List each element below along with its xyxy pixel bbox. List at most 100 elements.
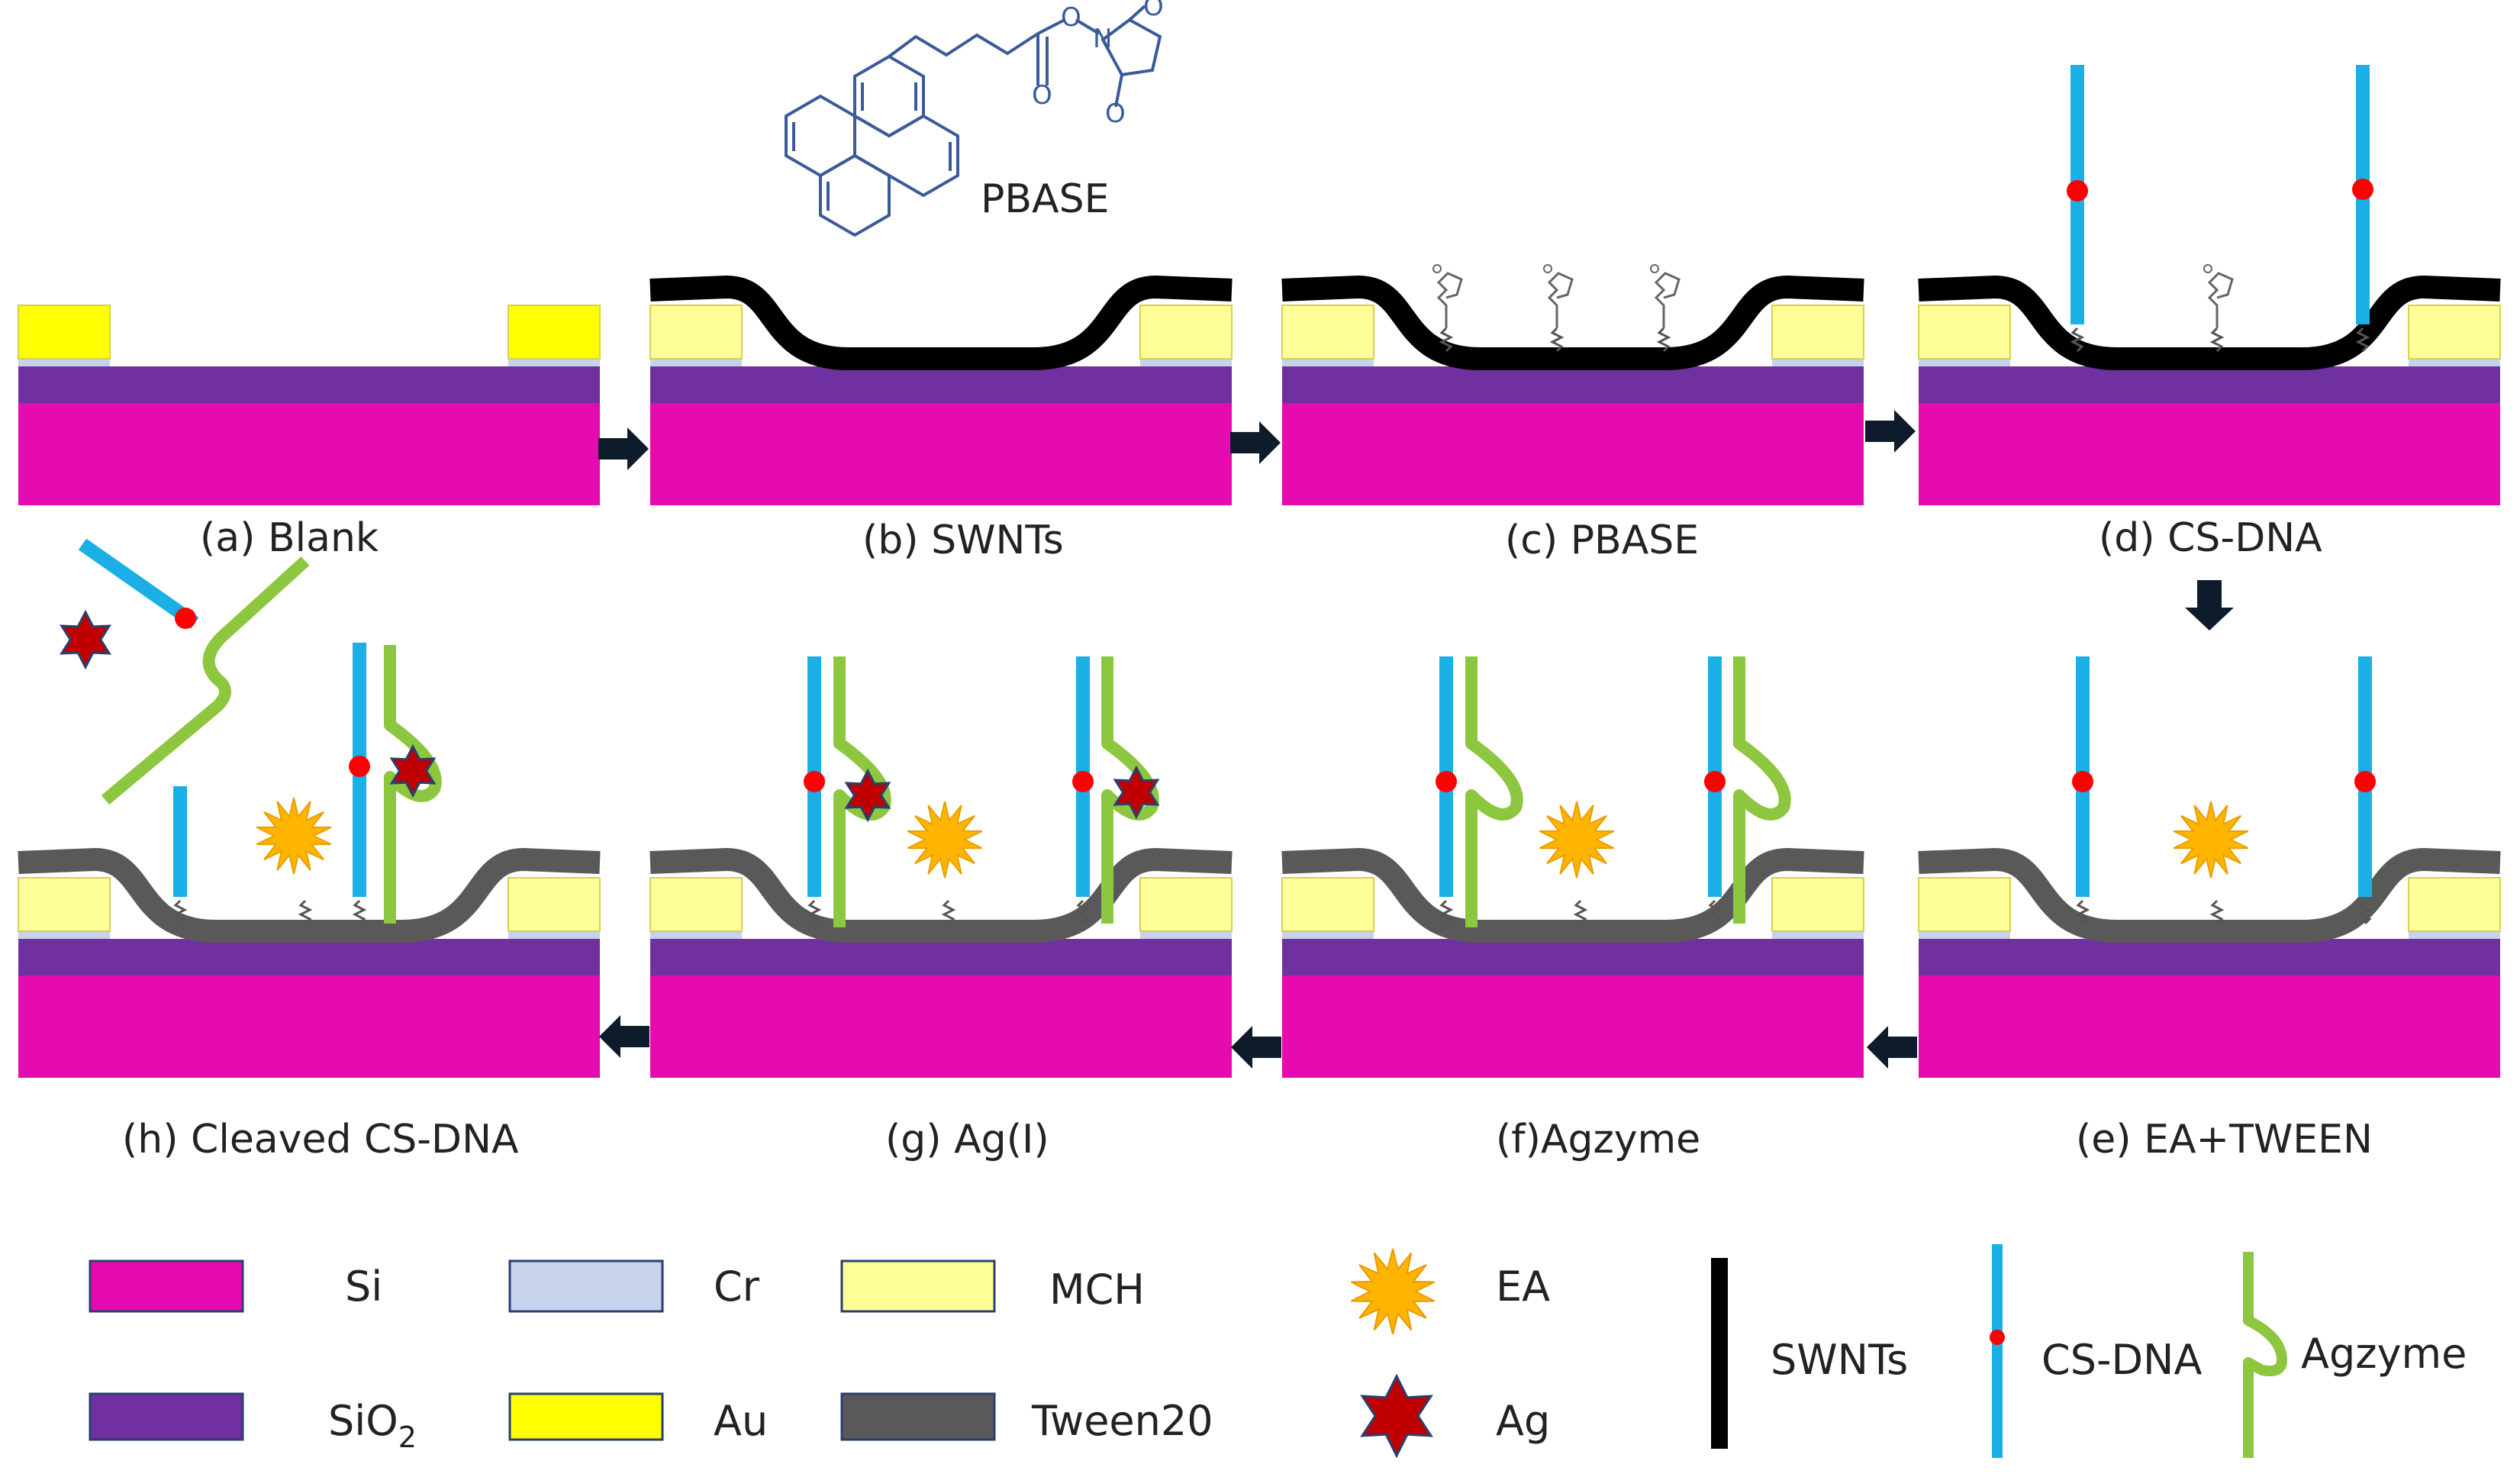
- ag-ion-icon: [1113, 765, 1160, 820]
- cr-layer: [1140, 359, 1232, 366]
- tween-coated-film: [649, 848, 1233, 943]
- cr-layer: [650, 359, 742, 366]
- mch-electrode: [649, 877, 743, 932]
- legend-label-csdna: CS-DNA: [2041, 1336, 2202, 1384]
- cr-layer: [1772, 359, 1864, 366]
- legend-label-ag: Ag: [1496, 1397, 1550, 1445]
- ag-ion-icon: [844, 768, 891, 823]
- si-layer: [1282, 403, 1864, 505]
- arrow-left-icon: [1231, 1026, 1281, 1069]
- sio2-layer: [1282, 366, 1864, 403]
- cr-layer: [508, 931, 600, 939]
- tween-coated-film: [1281, 848, 1864, 943]
- mch-electrode: [1281, 305, 1374, 360]
- process-arrows: [598, 410, 2234, 1069]
- legend-swatch-au: [508, 1392, 664, 1441]
- cr-layer: [18, 359, 110, 366]
- cr-layer: [2409, 931, 2500, 939]
- agzyme-strand: [1101, 656, 1159, 924]
- cleave-site: [1436, 771, 1457, 792]
- pbase-linker: [1075, 899, 1091, 925]
- legend-swatch-si: [89, 1259, 244, 1313]
- legend-swatch-sio2: [89, 1392, 244, 1441]
- pbase-atom-mini: [1432, 264, 1442, 273]
- swnt-film: [649, 276, 1233, 370]
- pbase-linker: [1656, 327, 1671, 353]
- pbase-molecule-mini: [1654, 272, 1681, 328]
- au-electrode: [508, 305, 601, 360]
- legend-label-ea: EA: [1496, 1263, 1550, 1311]
- sio2-layer: [18, 366, 600, 403]
- mch-electrode: [1771, 305, 1864, 360]
- cr-layer: [508, 359, 600, 366]
- legend-label-si: Si: [345, 1263, 382, 1311]
- pbase-linker: [807, 899, 822, 925]
- ea-icon: [2173, 801, 2249, 879]
- swnt-film: [1281, 276, 1864, 370]
- pbase-linker: [2355, 327, 2370, 353]
- legend-swnt-icon: [1711, 1258, 1728, 1449]
- legend-csdna-icon: [1992, 1244, 2003, 1458]
- cleave-site: [1072, 771, 1094, 792]
- pbase-linker: [1439, 327, 1454, 353]
- mch-electrode: [1139, 305, 1233, 360]
- molecule-label: PBASE: [981, 176, 1109, 222]
- legend-ea-icon: [1350, 1248, 1436, 1335]
- legend-label-mch: MCH: [1049, 1266, 1145, 1314]
- arrow-right-icon: [1230, 421, 1281, 464]
- pbase-linker: [172, 899, 188, 925]
- mch-electrode: [18, 877, 111, 932]
- arrow-left-icon: [599, 1015, 649, 1058]
- legend-label-agzyme: Agzyme: [2301, 1330, 2467, 1378]
- cs-dna-strand: [173, 786, 187, 897]
- sio2-layer: [18, 939, 600, 976]
- legend: Si SiO2 Cr Au MCH Tween20 EA Ag SWNTs CS…: [89, 1244, 2467, 1459]
- cr-layer: [1919, 931, 2010, 939]
- cr-layer: [2409, 359, 2500, 366]
- cleave-site: [175, 608, 196, 629]
- si-layer: [650, 403, 1232, 505]
- cleave-site: [2067, 180, 2088, 202]
- panel-label-d: (d) CS-DNA: [2099, 515, 2322, 561]
- legend-agzyme-icon: [2243, 1252, 2287, 1458]
- mch-electrode: [1139, 877, 1233, 932]
- mch-electrode: [1918, 877, 2011, 932]
- mch-electrode: [2408, 305, 2501, 360]
- molecule-atom-o: O: [1105, 98, 1126, 129]
- pbase-atom-mini: [2203, 264, 2212, 273]
- arrow-down-icon: [2185, 580, 2234, 630]
- cleave-site: [349, 756, 370, 777]
- legend-label-au: Au: [714, 1397, 768, 1445]
- mch-electrode: [2408, 877, 2501, 932]
- cleave-site: [804, 771, 825, 792]
- pbase-molecule-mini: [2207, 272, 2234, 328]
- cr-layer: [1919, 359, 2010, 366]
- pbase-atom-mini: [1543, 264, 1552, 273]
- mch-electrode: [508, 877, 601, 932]
- cleave-site: [1704, 771, 1726, 792]
- cr-layer: [1140, 931, 1232, 939]
- pbase-linker: [2209, 899, 2225, 925]
- cr-layer: [650, 931, 742, 939]
- pbase-linker: [2209, 327, 2225, 353]
- pbase-linker: [352, 899, 367, 925]
- si-layer: [1919, 976, 2500, 1078]
- agzyme-strand: [384, 645, 442, 924]
- legend-swatch-mch: [840, 1259, 996, 1313]
- mch-electrode: [1281, 877, 1374, 932]
- agzyme-strand: [1733, 656, 1791, 924]
- arrow-left-icon: [1867, 1026, 1917, 1069]
- ea-icon: [907, 801, 983, 879]
- cr-layer: [1282, 359, 1374, 366]
- au-electrode: [18, 305, 111, 360]
- si-layer: [18, 976, 600, 1078]
- arrow-right-icon: [1865, 410, 1916, 453]
- legend-ag-icon: [1360, 1373, 1433, 1459]
- panel-label-e: (e) EA+TWEEN: [2076, 1117, 2373, 1163]
- panel-label-c: (c) PBASE: [1505, 518, 1699, 563]
- legend-label-tween: Tween20: [1031, 1397, 1213, 1445]
- panel-label-b: (b) SWNTs: [862, 518, 1064, 563]
- panel-label-a: (a) Blank: [200, 515, 379, 561]
- sio2-layer: [1282, 939, 1864, 976]
